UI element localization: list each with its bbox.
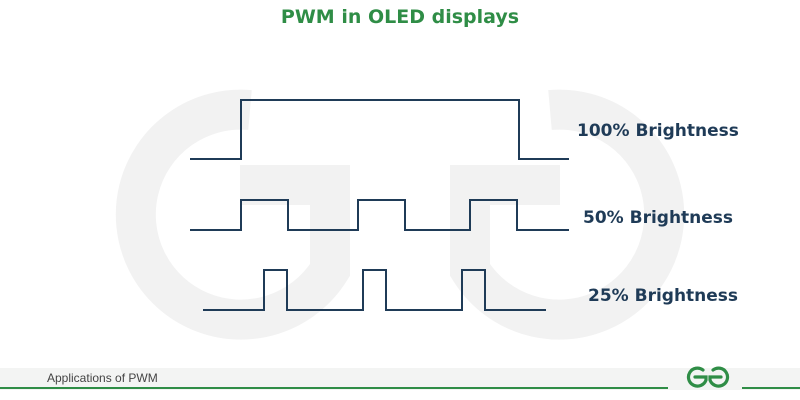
pwm-wave-25 <box>203 269 546 311</box>
pwm-wave-50 <box>190 199 569 231</box>
label-25-brightness: 25% Brightness <box>588 286 739 306</box>
footer-divider <box>0 387 668 389</box>
footer-divider-right <box>742 387 800 389</box>
pwm-wave-100 <box>190 99 569 160</box>
label-100-brightness: 100% Brightness <box>577 121 739 141</box>
footer-text: Applications of PWM <box>47 371 158 385</box>
label-50-brightness: 50% Brightness <box>583 208 734 228</box>
geeksforgeeks-logo-icon <box>686 366 730 388</box>
page-title: PWM in OLED displays <box>280 6 520 28</box>
footer-band <box>0 368 800 390</box>
